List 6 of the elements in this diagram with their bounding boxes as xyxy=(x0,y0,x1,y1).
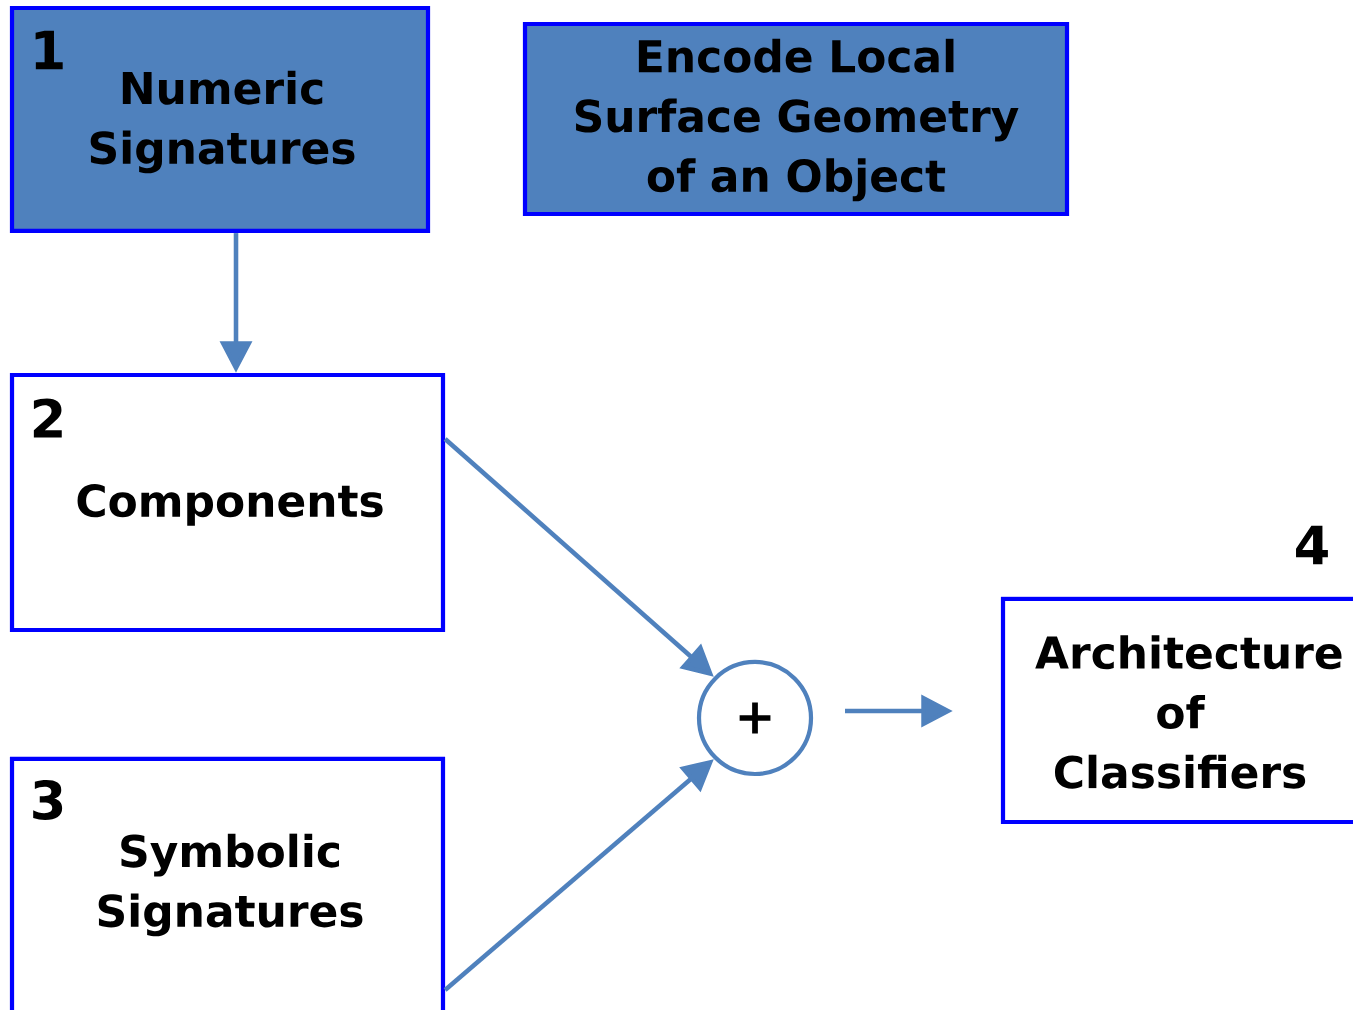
title-box: 1 Numeric Signatures xyxy=(9,5,431,234)
node-label: 4 xyxy=(1296,525,1328,565)
title-box: Encode Local Surface Geometry of an Object xyxy=(522,21,1070,217)
process-box: 3 Symbolic Signatures xyxy=(9,756,446,1010)
process-box: Architecture of Classifiers 4 xyxy=(1000,525,1353,825)
process-box: 2 Components xyxy=(9,372,446,633)
